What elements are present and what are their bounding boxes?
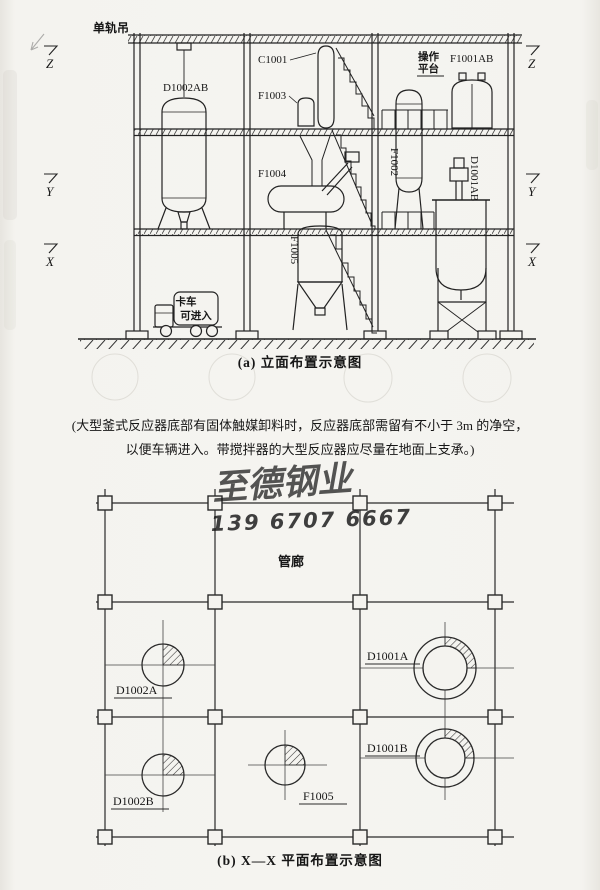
axis-y-right: Y xyxy=(528,184,537,199)
column-markers xyxy=(97,495,503,845)
axis-x-right: X xyxy=(527,254,537,269)
tower-c1001 xyxy=(289,45,335,129)
monorail-label: 单轨吊 xyxy=(93,20,129,35)
vessel-f1001ab xyxy=(451,72,493,129)
label-plan-d1002b: D1002B xyxy=(113,794,154,808)
ground-line xyxy=(78,338,536,349)
monorail-beam xyxy=(128,34,522,97)
pipe-rack-label: 管廊 xyxy=(278,554,304,569)
vessel-d1002ab xyxy=(157,97,211,230)
platform-railing xyxy=(381,109,448,229)
label-plan-f1005: F1005 xyxy=(303,789,334,803)
scan-artifacts xyxy=(3,33,598,403)
label-f1001ab: F1001AB xyxy=(450,53,493,65)
plan-drawing xyxy=(96,489,514,846)
plan-caption: (b) X—X 平面布置示意图 xyxy=(217,852,383,868)
truck-label-2: 可进入 xyxy=(180,309,212,322)
vessel-f1003 xyxy=(288,95,331,186)
elevation-drawing xyxy=(44,33,541,349)
structure-columns xyxy=(125,33,523,340)
plan-label-underlines xyxy=(111,663,420,810)
reactor-d1001ab xyxy=(429,157,497,340)
note-line-2: 以便车辆进入。带搅拌器的大型反应器应尽量在地面上支承。) xyxy=(126,442,475,457)
equipment-circle-d1001b xyxy=(415,728,475,788)
label-d1002ab: D1002AB xyxy=(163,82,208,94)
equipment-circle-d1002b xyxy=(141,753,185,797)
watermark-phone: 139 6707 6667 xyxy=(210,505,412,536)
axis-x-left: X xyxy=(45,254,55,269)
label-f1004: F1004 xyxy=(258,168,287,180)
truck xyxy=(153,291,222,338)
equipment-circle-d1002a xyxy=(141,643,185,687)
axis-z-right: Z xyxy=(528,56,536,71)
plan-grid xyxy=(96,489,514,846)
label-f1002: F1002 xyxy=(388,148,400,176)
label-plan-d1002a: D1002A xyxy=(116,683,158,697)
vessel-f1004 xyxy=(267,151,360,229)
label-f1003: F1003 xyxy=(258,90,287,102)
label-platform-2: 平台 xyxy=(418,62,439,75)
label-plan-d1001a: D1001A xyxy=(367,649,409,663)
watermark-company: 至德钢业 xyxy=(211,459,357,509)
equipment-circle-d1001a xyxy=(413,636,477,700)
vessel-f1002 xyxy=(394,89,424,230)
elevation-caption: (a) 立面布置示意图 xyxy=(238,354,363,370)
axis-z-left: Z xyxy=(46,56,54,71)
note-line-1: (大型釜式反应器底部有固体触媒卸料时，反应器底部需留有不小于 3m 的净空， xyxy=(72,418,528,433)
label-d1001ab: D1001AB xyxy=(468,156,480,201)
floor-slabs xyxy=(134,128,514,237)
label-f1005-elev: F1005 xyxy=(288,236,300,265)
label-plan-d1001b: D1001B xyxy=(367,741,408,755)
axis-y-left: Y xyxy=(46,184,55,199)
axis-markers xyxy=(44,45,541,254)
equipment-circle-f1005 xyxy=(264,744,306,786)
staircases xyxy=(325,47,377,334)
label-platform-1: 操作 xyxy=(418,50,439,63)
truck-label-1: 卡车 xyxy=(176,295,197,308)
vessel-f1005 xyxy=(292,225,348,331)
label-c1001: C1001 xyxy=(258,54,287,66)
